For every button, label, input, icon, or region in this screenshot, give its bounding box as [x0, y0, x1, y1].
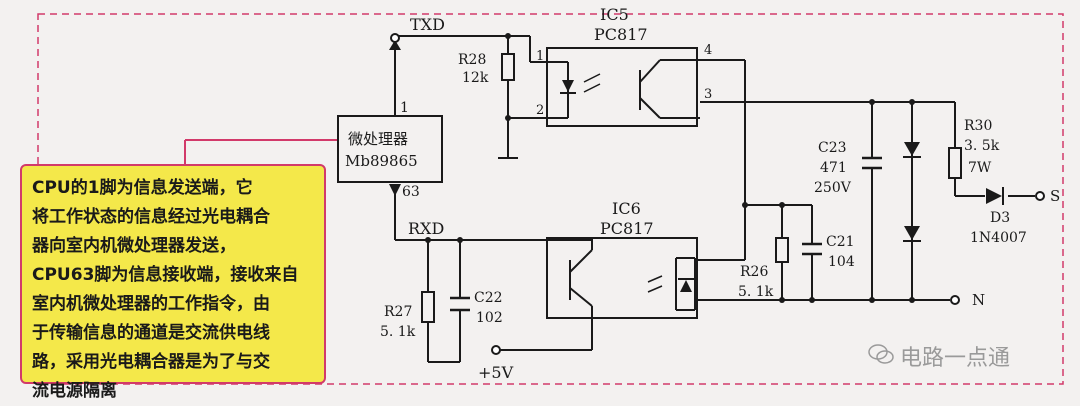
- diode-lower: [904, 226, 920, 240]
- c22-name: C22: [474, 290, 503, 306]
- r26-body: [775, 237, 789, 263]
- wechat-icon: [868, 344, 894, 364]
- ic5-pin2: 2: [536, 103, 544, 118]
- mcu-pin-1: 1: [400, 100, 409, 116]
- c23-name: C23: [818, 140, 847, 156]
- vcc-terminal: [491, 345, 501, 355]
- c23-value: 471: [820, 160, 847, 176]
- mcu-box: [337, 115, 443, 183]
- n-label: N: [972, 291, 985, 309]
- c21-name: C21: [826, 234, 855, 250]
- note-line: 于传输信息的通道是交流供电线: [32, 323, 270, 343]
- note-line: 将工作状态的信息经过光电耦合: [32, 207, 270, 227]
- rxd-arrow: [389, 184, 401, 196]
- junctions: [425, 33, 915, 303]
- note-line: 流电源隔离: [32, 381, 117, 401]
- c23-voltage: 250V: [814, 180, 852, 196]
- r30-power: 7W: [968, 160, 992, 176]
- r27-body: [421, 291, 435, 323]
- note-line: CPU的1脚为信息发送端，它: [32, 178, 253, 198]
- r28-body: [501, 53, 515, 81]
- txd-terminal: [390, 33, 400, 43]
- capacitor-plates: [450, 156, 882, 312]
- rxd-label: RXD: [408, 219, 444, 238]
- ic6-light-arrows: [647, 275, 663, 293]
- ic5-package: [546, 47, 698, 127]
- c21-value: 104: [828, 254, 855, 270]
- ic5-part: PC817: [594, 25, 648, 44]
- r28-name: R28: [458, 52, 486, 68]
- note-line: 器向室内机微处理器发送，: [32, 236, 236, 256]
- d3-symbol: [986, 188, 1002, 204]
- txd-arrow: [389, 40, 401, 50]
- mcu-pin-63: 63: [402, 184, 420, 200]
- mcu-label-1: 微处理器: [348, 130, 408, 148]
- c22-value: 102: [476, 310, 503, 326]
- txd-label: TXD: [410, 15, 445, 34]
- explanation-note: CPU的1脚为信息发送端，它 将工作状态的信息经过光电耦合 器向室内机微处理器发…: [20, 164, 326, 401]
- s-terminal: [1035, 191, 1045, 201]
- r27-name: R27: [384, 304, 412, 320]
- ic6-part: PC817: [600, 219, 654, 238]
- note-line: 室内机微处理器的工作指令，由: [32, 294, 270, 314]
- ic5-pin3: 3: [704, 87, 712, 102]
- ic6-name: IC6: [612, 199, 641, 218]
- ic5-pin4: 4: [704, 43, 712, 58]
- ic5-name: IC5: [600, 5, 629, 24]
- vcc-label: +5V: [478, 363, 514, 382]
- watermark: 电路一点通: [900, 346, 1011, 371]
- r27-value: 5. 1k: [380, 324, 416, 340]
- r30-value: 3. 5k: [964, 138, 1000, 154]
- d3-name: D3: [990, 210, 1010, 226]
- ic6-package: [546, 237, 698, 319]
- d3-part: 1N4007: [970, 230, 1027, 246]
- n-terminal: [950, 295, 960, 305]
- s-label: S: [1050, 187, 1060, 205]
- note-line: CPU63脚为信息接收端，接收来自: [32, 265, 299, 285]
- r26-name: R26: [740, 264, 768, 280]
- r30-name: R30: [964, 118, 992, 134]
- ic5-pin1: 1: [536, 49, 544, 64]
- diode-upper: [904, 142, 920, 156]
- r28-value: 12k: [462, 70, 489, 86]
- note-line: 路，采用光电耦合器是为了与交: [32, 352, 270, 372]
- r26-value: 5. 1k: [738, 284, 774, 300]
- ic5-light-arrows: [583, 73, 601, 93]
- ic6-led: [680, 280, 692, 292]
- ic5-led: [562, 80, 574, 92]
- mcu-label-2: Mb89865: [345, 152, 418, 170]
- r30-body: [948, 147, 962, 179]
